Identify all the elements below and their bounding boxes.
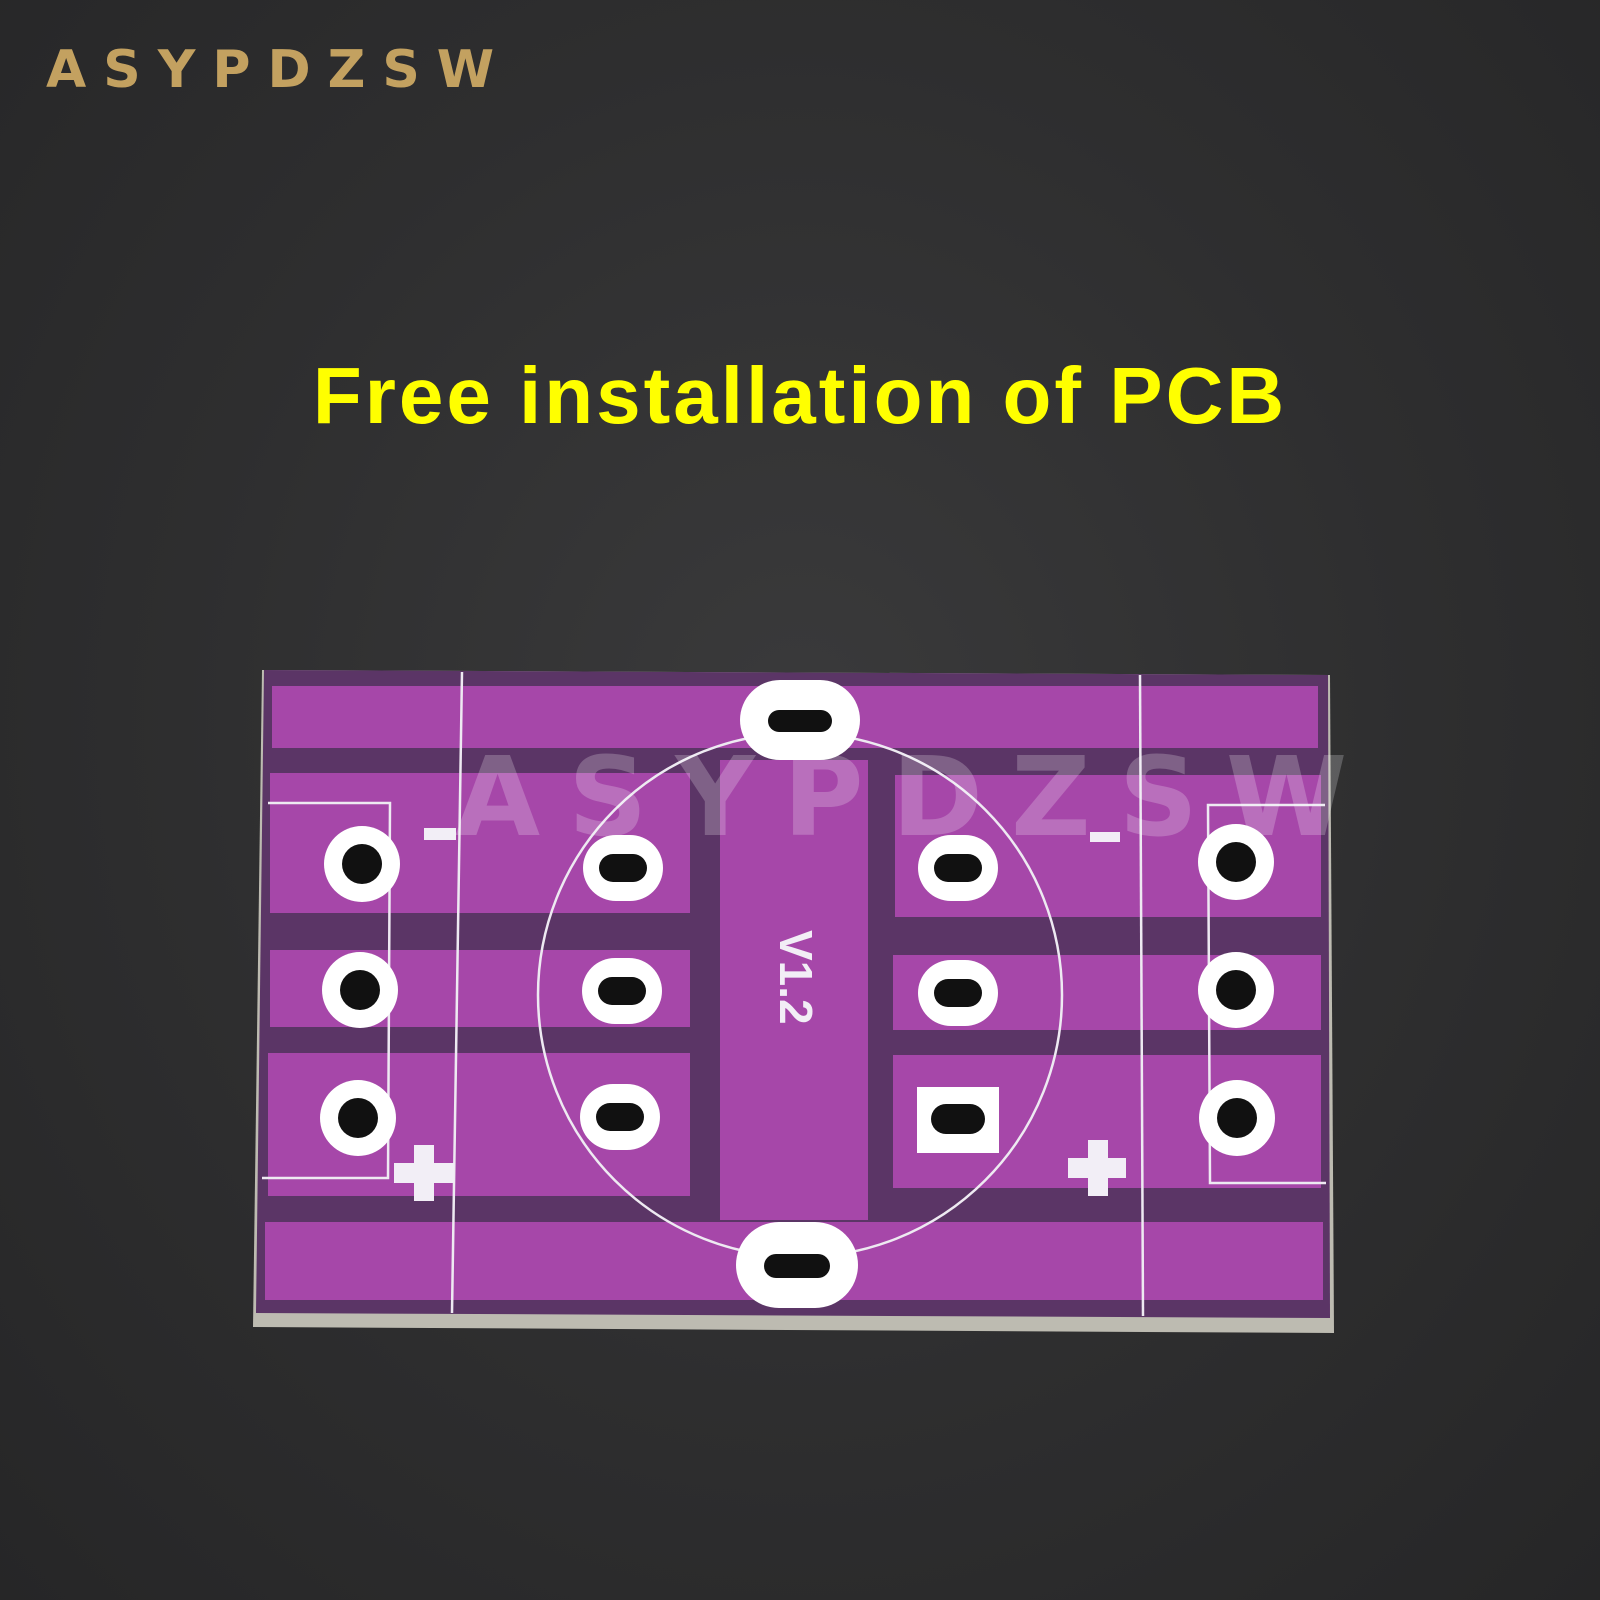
brand-logo: ASYPDZSW xyxy=(46,40,512,100)
left-minus-mark xyxy=(424,828,456,840)
right-minus-mark xyxy=(1090,832,1120,842)
left-plus-mark xyxy=(394,1145,454,1201)
right-plus-mark xyxy=(1068,1140,1126,1196)
headline-text: Free installation of PCB xyxy=(312,351,1288,440)
watermark-text: ASYPDZSW xyxy=(455,733,1375,861)
version-label: V1.2 xyxy=(770,930,822,1025)
pcb-board: V1.2 ASYPDZSW xyxy=(253,670,1375,1333)
